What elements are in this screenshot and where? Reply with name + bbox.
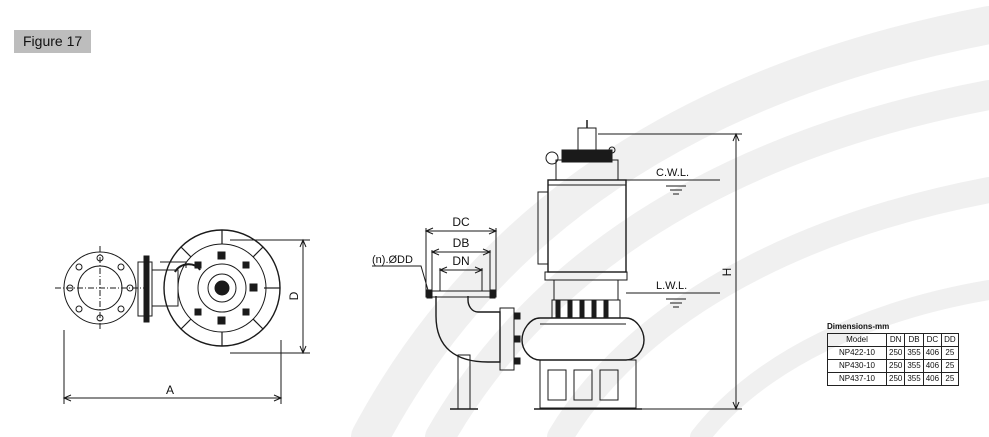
side-view [372, 120, 742, 411]
lwl-label: L.W.L. [656, 280, 687, 292]
table-cell: 250 [885, 359, 906, 373]
lwl-water-symbol [666, 298, 686, 308]
flange-bolt-icons [426, 289, 496, 299]
lifting-eye-icon [608, 146, 616, 154]
dim-label-db: DB [453, 236, 470, 250]
table-cell: 406 [922, 346, 943, 360]
cable-head [561, 149, 613, 163]
col-header: DB [904, 333, 924, 347]
arrowheads [424, 227, 498, 235]
base-window [599, 369, 619, 401]
base-stand [457, 354, 471, 410]
dim-label-h: H [720, 268, 734, 277]
cable-gland-side [577, 127, 597, 151]
bearing-housing [551, 299, 621, 319]
table-cell: 355 [904, 346, 924, 360]
table-cell: 406 [922, 359, 943, 373]
table-header-row: Model DN DB DC DD [827, 333, 959, 347]
lifting-handle [174, 263, 201, 273]
cable-gland [207, 273, 237, 303]
arrowheads [430, 248, 492, 256]
table-cell: NP422-10 [827, 346, 887, 360]
bolt-hole-leader [372, 265, 429, 291]
table-cell: NP437-10 [827, 372, 887, 386]
table-cell: 25 [941, 359, 959, 373]
base-window [573, 369, 593, 401]
arrowheads [438, 266, 484, 274]
elbow-pipe [151, 269, 179, 307]
arrowheads [732, 132, 740, 411]
cwl-water-symbol [666, 185, 686, 195]
dim-label-dc: DC [452, 215, 470, 229]
radial-ribs [180, 230, 280, 346]
table-cell: 25 [941, 372, 959, 386]
arrowheads [299, 238, 307, 355]
table-cell: 355 [904, 359, 924, 373]
table-row: NP430-10 250 355 406 25 [827, 359, 959, 373]
top-view [55, 229, 310, 404]
table-row: NP422-10 250 355 406 25 [827, 346, 959, 360]
motor-flange [544, 271, 628, 281]
motor-cover [197, 263, 247, 313]
dimensions-title: Dimensions-mm [827, 322, 890, 331]
table-cell: NP430-10 [827, 359, 887, 373]
discharge-top-flange [425, 290, 497, 298]
cwl-label: C.W.L. [656, 167, 689, 179]
motor-to-bearing [553, 280, 619, 300]
col-header: DC [922, 333, 943, 347]
coupling-bolts [513, 312, 521, 365]
table-cell: 250 [885, 346, 906, 360]
bearing-ribs [555, 299, 609, 319]
arrowheads [62, 394, 283, 402]
motor-body [547, 179, 627, 273]
dim-label-dn: DN [452, 254, 469, 268]
pump-base [539, 359, 637, 409]
table-cell: 25 [941, 346, 959, 360]
col-header: DD [941, 333, 959, 347]
motor-top-cover [555, 159, 619, 180]
dim-label-a: A [166, 383, 174, 397]
cable-entry-icon [214, 280, 230, 296]
side-flange-bolts [143, 255, 150, 323]
bolt-hole-label: (n).ØDD [372, 254, 413, 266]
table-row: NP437-10 250 355 406 25 [827, 372, 959, 386]
dim-label-d: D [287, 291, 301, 300]
table-cell: 250 [885, 372, 906, 386]
discharge-elbow [435, 296, 501, 363]
dimensions-table: Model DN DB DC DD NP422-10 250 355 406 2… [827, 333, 959, 386]
lifting-eye-icon [545, 151, 559, 165]
col-header: DN [885, 333, 906, 347]
dimensions-block: Dimensions-mm Model DN DB DC DD NP422-10… [827, 322, 959, 386]
figure-label: Figure 17 [14, 30, 92, 53]
col-header: Model [827, 333, 887, 347]
cable-duct [537, 191, 548, 265]
coupling-flange [499, 307, 515, 371]
table-cell: 355 [904, 372, 924, 386]
base-window [547, 369, 567, 401]
table-cell: 406 [922, 372, 943, 386]
